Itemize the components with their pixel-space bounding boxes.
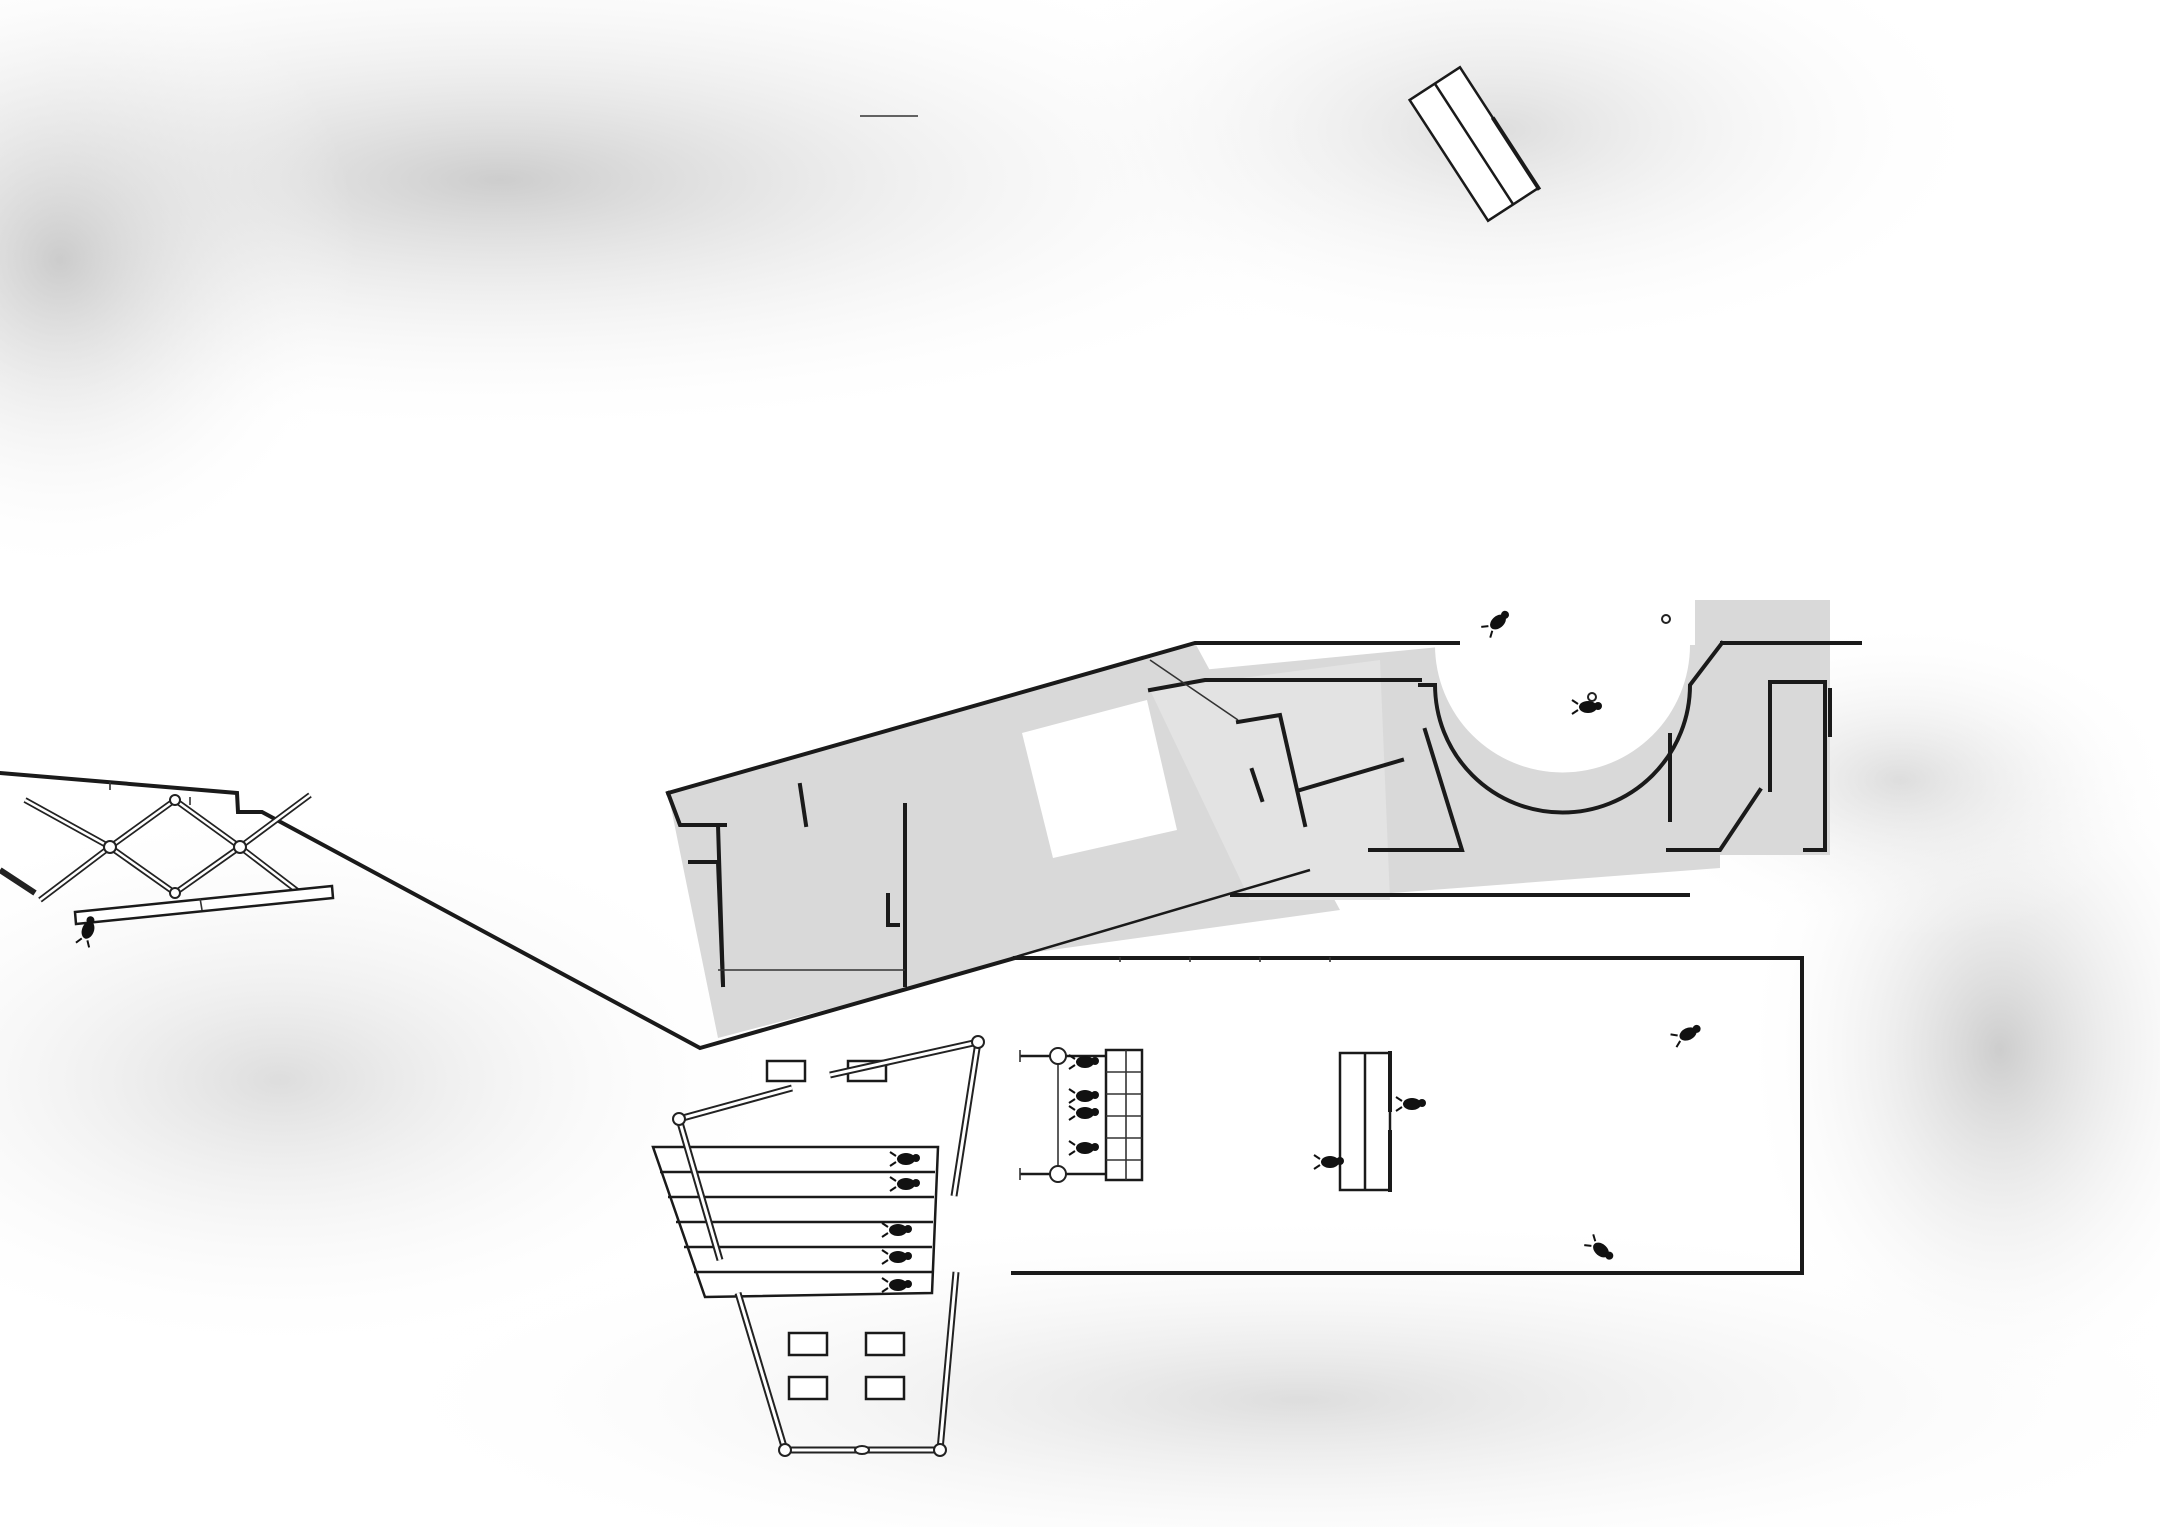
column-marker bbox=[1661, 614, 1671, 624]
hall-bench bbox=[1338, 1051, 1392, 1192]
person-figure bbox=[1669, 1020, 1705, 1049]
person-figure bbox=[1480, 606, 1515, 639]
person-figure bbox=[1068, 1105, 1100, 1121]
steps-module bbox=[1019, 1047, 1144, 1183]
open-hall-enclosure bbox=[1011, 956, 1804, 1275]
main-building-walls bbox=[665, 640, 1862, 988]
left-diagonal-wall bbox=[0, 770, 1018, 1051]
column-marker bbox=[1587, 692, 1597, 702]
main-building-floor bbox=[668, 600, 1830, 1038]
rotated-bench-top bbox=[1407, 65, 1542, 223]
person-figure bbox=[1068, 1140, 1100, 1156]
person-figure bbox=[1068, 1088, 1100, 1104]
lower-pavilion bbox=[651, 1035, 985, 1457]
person-figure bbox=[1395, 1096, 1427, 1112]
person-figure bbox=[1068, 1054, 1100, 1070]
scissor-truss-structure bbox=[0, 782, 335, 926]
